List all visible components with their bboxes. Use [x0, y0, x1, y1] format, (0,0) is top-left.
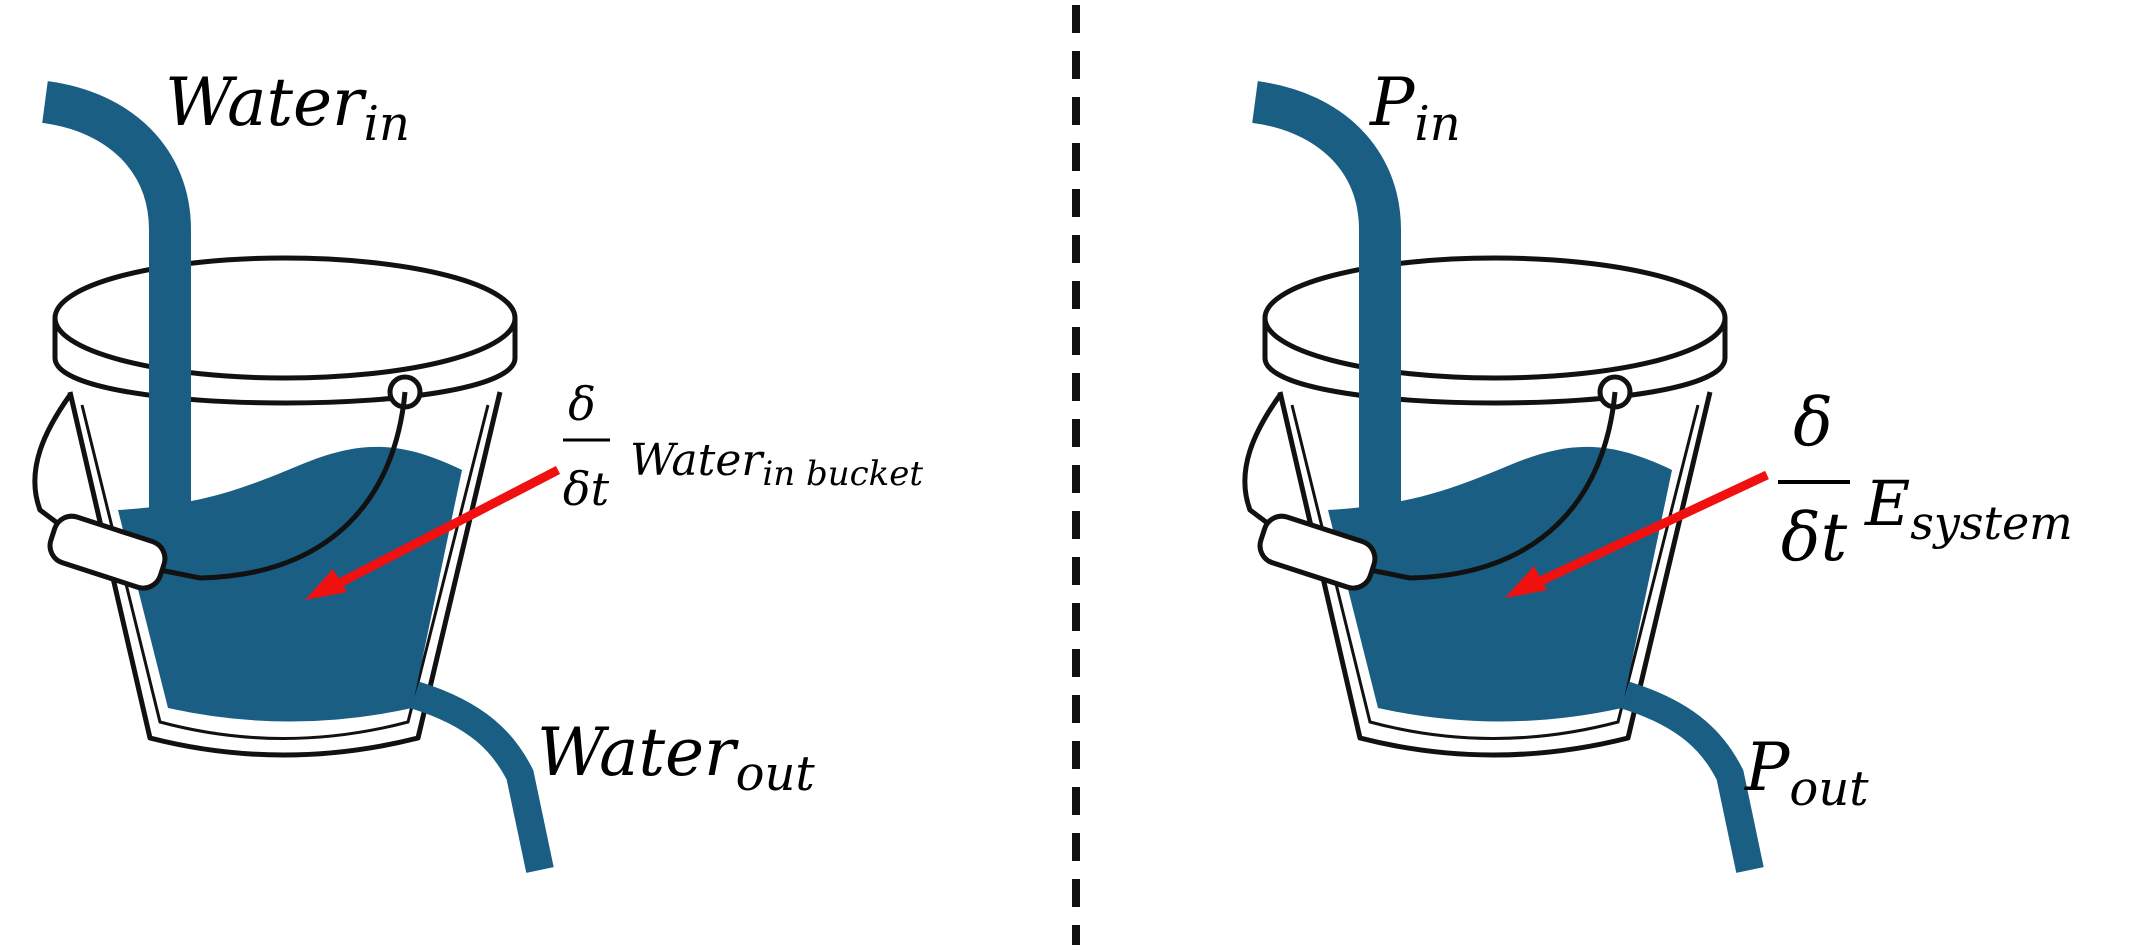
left-inflow-label: Waterin: [165, 64, 410, 152]
svg-text:δ: δ: [1793, 384, 1833, 461]
right-panel: [1245, 102, 1767, 870]
right-outflow-label: Pout: [1744, 729, 1869, 817]
right-inflow-label: Pin: [1369, 64, 1461, 152]
left-outflow-label: Waterout: [537, 714, 815, 802]
left-bucket-icon: [35, 102, 540, 870]
left-panel: Waterin δ δt Waterin bucket Waterout: [35, 64, 923, 870]
right-arrow-icon: [1530, 470, 1769, 590]
left-rate-label: δ δt Waterin bucket: [563, 377, 923, 516]
right-bucket-icon: [1245, 102, 1750, 870]
right-arrowhead: [1505, 566, 1547, 598]
svg-text:δ: δ: [568, 377, 596, 431]
left-arrowhead: [305, 569, 347, 600]
svg-text:Esystem: Esystem: [1864, 467, 2073, 550]
svg-text:Waterin bucket: Waterin bucket: [630, 435, 923, 494]
svg-text:δt: δt: [563, 462, 610, 516]
left-arrow-icon: [327, 466, 561, 592]
svg-text:δt: δt: [1781, 499, 1848, 576]
right-rate-label: δ δt Esystem: [1778, 384, 2073, 576]
